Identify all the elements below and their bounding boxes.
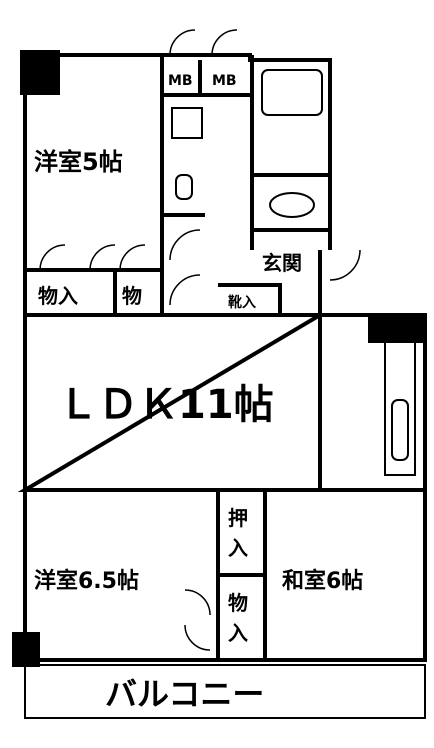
ldk-label: ＬＤＫ11帖 bbox=[58, 382, 274, 428]
door-arcs bbox=[39, 29, 361, 651]
entrance-label: 玄関 bbox=[262, 251, 302, 275]
closet-label-3: 物 bbox=[228, 591, 248, 615]
outer-wall-left bbox=[23, 55, 427, 662]
balcony-outline bbox=[24, 664, 426, 719]
wall-shoe-closet bbox=[218, 283, 282, 315]
room-japanese-6: 和室6帖 bbox=[282, 568, 363, 594]
washer-icon bbox=[175, 174, 193, 200]
oshiire-label-2: 入 bbox=[228, 536, 248, 560]
oshiire-label-1: 押 bbox=[228, 506, 248, 530]
kitchen-sink-icon bbox=[391, 399, 409, 461]
shoe-closet-label: 靴入 bbox=[228, 294, 256, 311]
meter-box-1: MB bbox=[168, 73, 193, 89]
column-top-left bbox=[20, 50, 60, 95]
closet-label-2: 物 bbox=[122, 284, 142, 308]
balcony-label: バルコニー bbox=[105, 675, 264, 713]
bathtub-icon bbox=[261, 69, 323, 116]
closet-label-4: 入 bbox=[228, 621, 248, 645]
closet-label-1: 物入 bbox=[38, 284, 78, 308]
room-western-5: 洋室5帖 bbox=[34, 148, 123, 176]
toilet-icon bbox=[269, 192, 315, 218]
meter-box-2: MB bbox=[212, 73, 237, 89]
column-kitchen bbox=[368, 315, 425, 343]
room-western-6-5: 洋室6.5帖 bbox=[34, 568, 139, 594]
column-bottom-left bbox=[12, 632, 40, 667]
sink-icon bbox=[171, 107, 203, 139]
